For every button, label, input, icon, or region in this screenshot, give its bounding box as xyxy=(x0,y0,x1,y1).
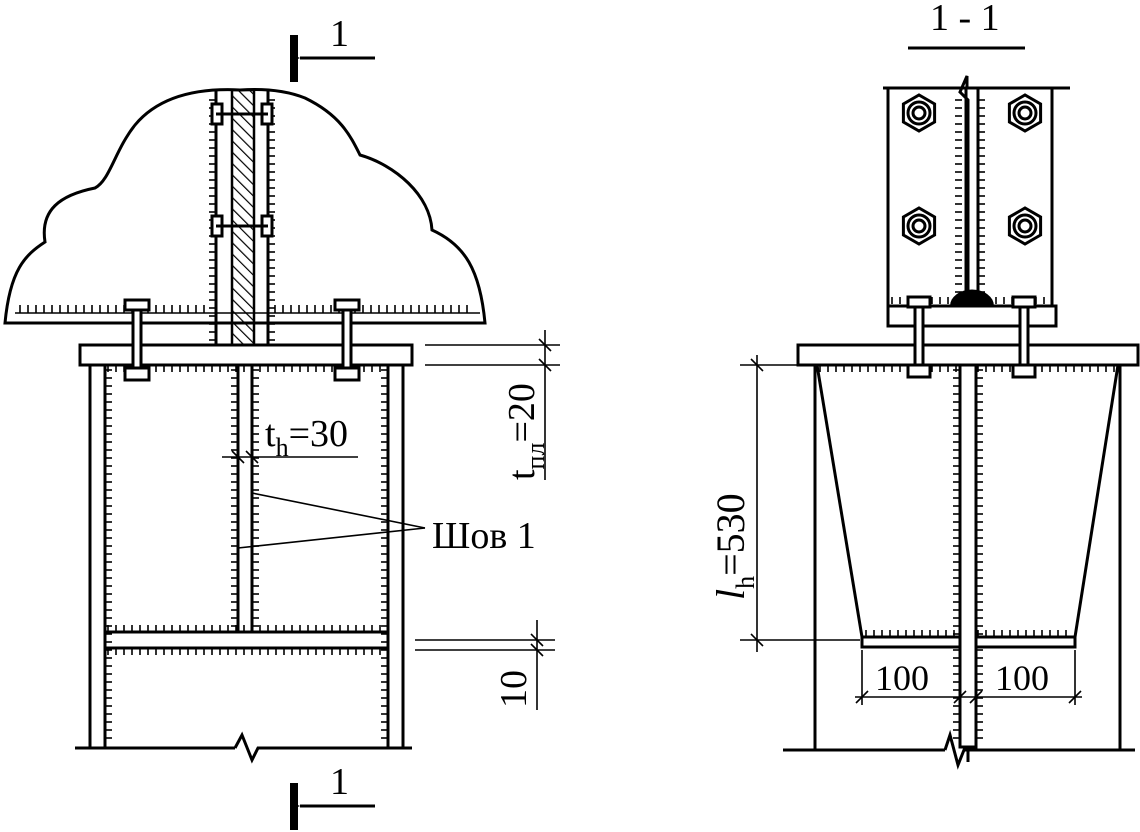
section-mark-top: 1 xyxy=(290,13,375,82)
dim-diaphragm-gap: 10 xyxy=(415,620,555,710)
t-pl-symbol: t xyxy=(501,469,543,480)
web-bolt-2 xyxy=(210,214,274,238)
section-base-plate xyxy=(796,343,1140,367)
bottom-plate-left xyxy=(860,635,962,649)
width-left-value: 100 xyxy=(875,658,929,698)
l-h-symbol: l xyxy=(708,589,753,600)
width-right-value: 100 xyxy=(995,658,1049,698)
svg-text:th=30: th=30 xyxy=(265,413,348,462)
front-view: 1 1 th=30 Шов 1 xyxy=(3,13,560,830)
section-mark-bottom: 1 xyxy=(290,761,375,830)
t-pl-subscript: пл xyxy=(521,443,550,470)
bottom-plate-right xyxy=(974,635,1077,649)
column-weld-ticks xyxy=(105,365,388,739)
nut-4 xyxy=(1007,206,1043,246)
nut-3 xyxy=(901,206,937,246)
anchor-bolt-right xyxy=(333,298,361,382)
section-center-rib xyxy=(958,363,978,749)
anchor-bolt-left xyxy=(123,298,151,382)
nut-1 xyxy=(901,93,937,133)
right-flange xyxy=(386,363,405,750)
gap-value: 10 xyxy=(493,670,535,708)
column-web-hatched xyxy=(230,88,256,347)
left-flange xyxy=(88,363,107,750)
t-h-value: =30 xyxy=(289,413,348,455)
l-h-value: =530 xyxy=(708,493,753,576)
t-h-symbol: t xyxy=(265,413,276,455)
weld-callout: Шов 1 xyxy=(237,492,536,557)
section-mark-bottom-label: 1 xyxy=(330,761,349,803)
l-h-subscript: h xyxy=(731,576,760,589)
base-plate xyxy=(78,343,414,367)
center-rib xyxy=(236,363,254,642)
dim-rib-height: lh=530 xyxy=(708,355,860,652)
t-pl-value: =20 xyxy=(501,383,543,442)
section-bolt-right xyxy=(1011,295,1037,379)
dim-bottom-widths: 100 100 xyxy=(855,650,1082,705)
dim-rib-thickness: th=30 xyxy=(222,413,358,464)
svg-text:lh=530: lh=530 xyxy=(708,493,760,600)
section-title: 1 - 1 xyxy=(930,0,1000,39)
t-h-subscript: h xyxy=(276,433,289,462)
svg-text:tпл=20: tпл=20 xyxy=(501,383,550,480)
diaphragm xyxy=(103,630,390,650)
section-view: 1 - 1 xyxy=(708,0,1140,770)
section-bolt-left xyxy=(906,295,932,379)
web-bolt-1 xyxy=(210,102,274,126)
weld-label: Шов 1 xyxy=(432,515,536,557)
top-cover-plate xyxy=(886,304,1058,328)
section-mark-top-label: 1 xyxy=(330,13,349,55)
nut-2 xyxy=(1007,93,1043,133)
dim-plate-thickness: tпл=20 xyxy=(425,330,560,480)
